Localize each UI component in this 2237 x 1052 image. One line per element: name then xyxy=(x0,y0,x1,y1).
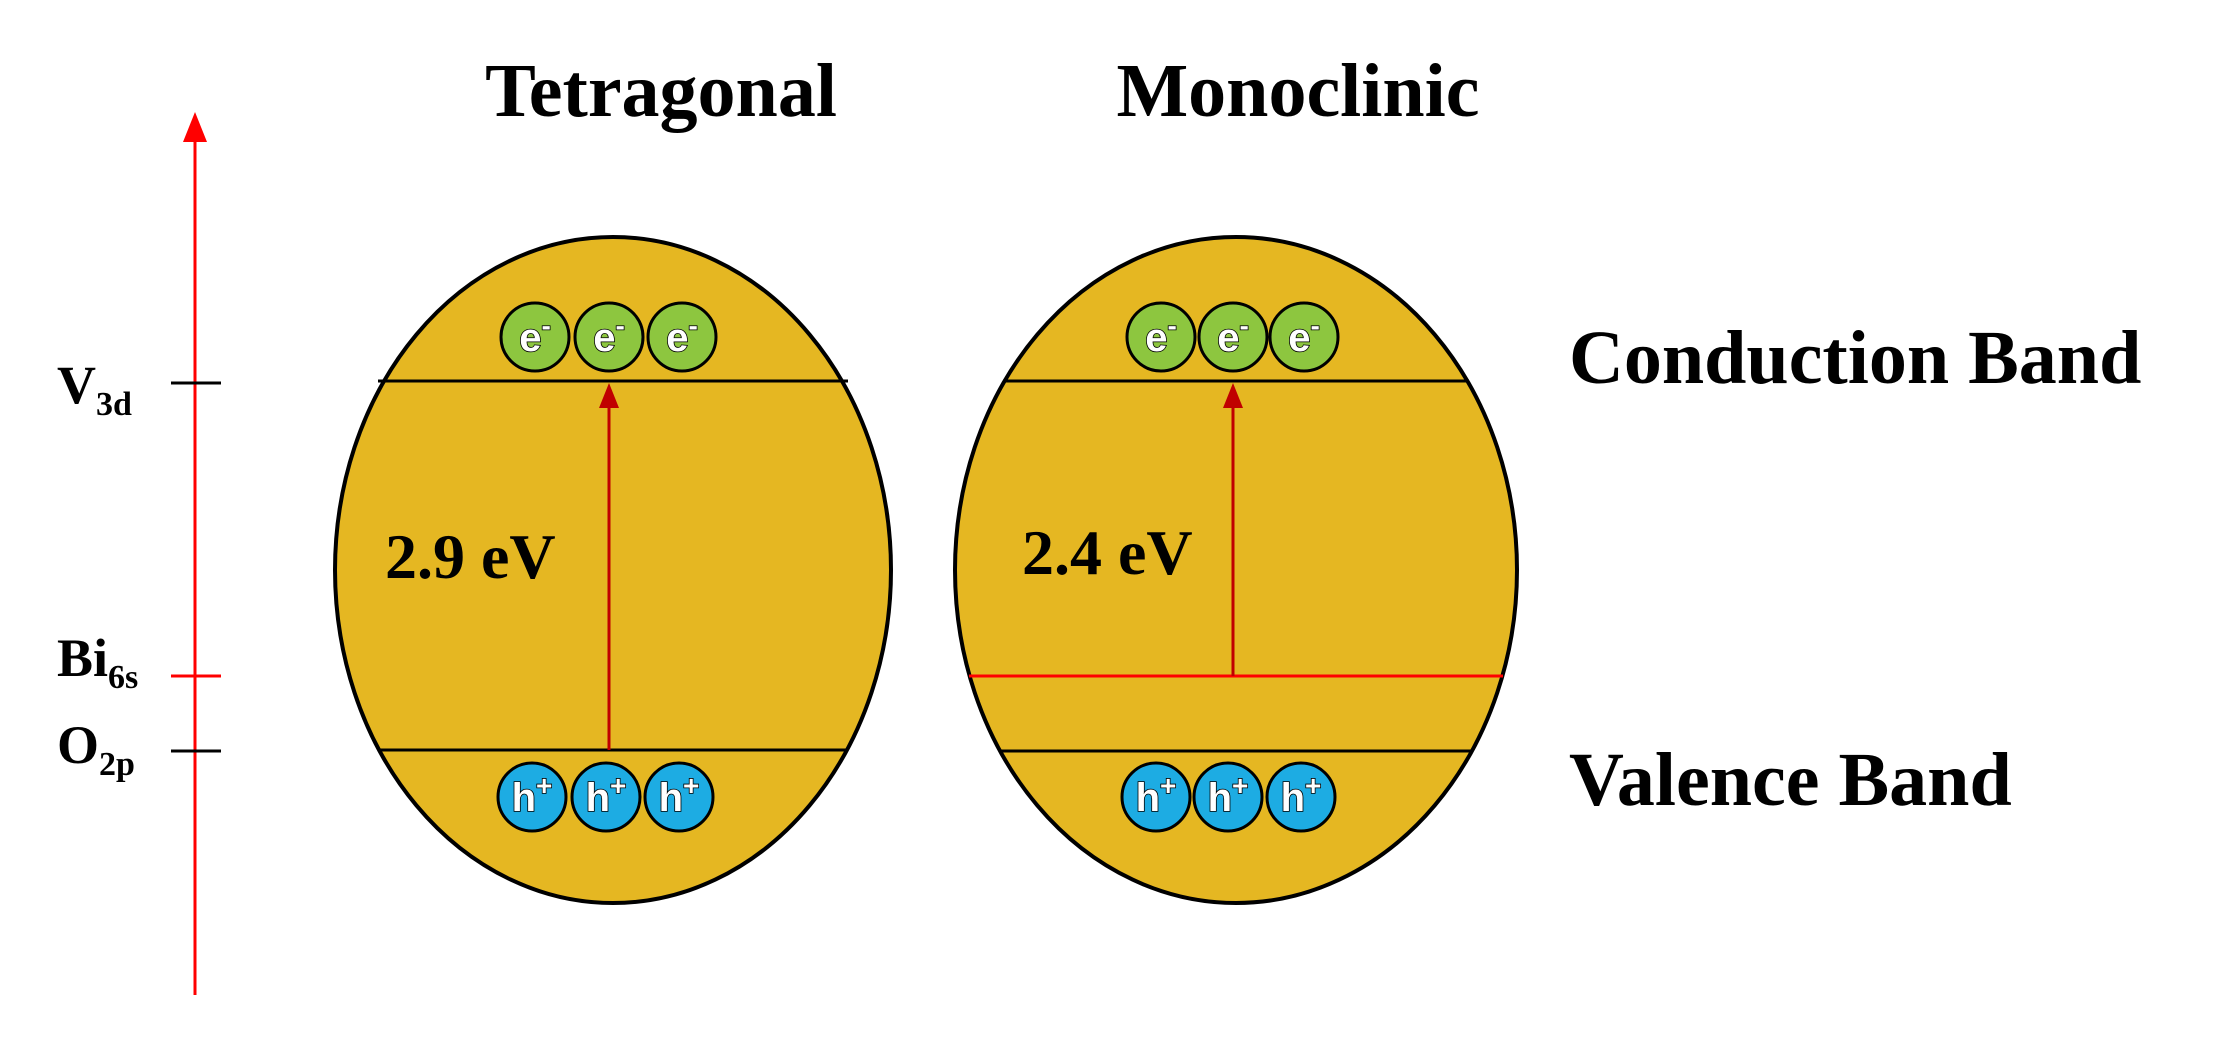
electron-symbol: e xyxy=(519,316,541,360)
electron-charge: - xyxy=(688,310,697,341)
label-v3d-orbital: 3d xyxy=(96,386,132,423)
electron: e- xyxy=(573,301,645,373)
label-v3d-element: V xyxy=(57,355,96,415)
svg-text:e-: e- xyxy=(1145,310,1177,360)
electron-charge: - xyxy=(1239,310,1248,341)
label-o2p-orbital: 2p xyxy=(99,746,135,783)
hole-charge: + xyxy=(610,770,626,801)
hole-charge: + xyxy=(536,770,552,801)
electron-charge: - xyxy=(1310,310,1319,341)
hole: h+ xyxy=(1192,761,1264,833)
electron-charge: - xyxy=(615,310,624,341)
label-o2p: O2p xyxy=(57,715,135,783)
conduction-band-label: Conduction Band xyxy=(1569,316,2141,400)
hole-charge: + xyxy=(683,770,699,801)
band-gap-label-monoclinic: 2.4 eV xyxy=(1022,517,1193,588)
svg-text:h+: h+ xyxy=(586,770,627,820)
valence-band-label: Valence Band xyxy=(1569,738,2012,822)
hole-symbol: h xyxy=(1208,776,1232,820)
hole: h+ xyxy=(1265,761,1337,833)
electron: e- xyxy=(1268,301,1340,373)
svg-text:e-: e- xyxy=(666,310,698,360)
hole-charge: + xyxy=(1305,770,1321,801)
hole-symbol: h xyxy=(512,776,536,820)
svg-text:h+: h+ xyxy=(512,770,553,820)
electron-symbol: e xyxy=(1288,316,1310,360)
electron-symbol: e xyxy=(593,316,615,360)
title-monoclinic: Monoclinic xyxy=(1116,49,1479,133)
electron-charge: - xyxy=(1167,310,1176,341)
hole-symbol: h xyxy=(659,776,683,820)
band-gap-label-tetragonal: 2.9 eV xyxy=(385,521,556,592)
hole: h+ xyxy=(570,761,642,833)
electron: e- xyxy=(646,301,718,373)
hole-symbol: h xyxy=(586,776,610,820)
svg-text:h+: h+ xyxy=(1136,770,1177,820)
title-tetragonal: Tetragonal xyxy=(485,49,837,133)
band-ellipse-monoclinic xyxy=(953,235,1519,905)
label-v3d: V3d xyxy=(57,355,132,423)
svg-text:h+: h+ xyxy=(1208,770,1249,820)
label-o2p-element: O xyxy=(57,715,99,775)
electron-charge: - xyxy=(541,310,550,341)
hole-charge: + xyxy=(1232,770,1248,801)
hole-charge: + xyxy=(1160,770,1176,801)
svg-text:e-: e- xyxy=(1288,310,1320,360)
svg-text:e-: e- xyxy=(1217,310,1249,360)
band-ellipse-tetragonal xyxy=(333,235,893,905)
hole: h+ xyxy=(496,761,568,833)
panel-tetragonal: 2.9 eV e- e- e- h+ h+ h+ xyxy=(333,235,893,905)
hole-symbol: h xyxy=(1281,776,1305,820)
electron-symbol: e xyxy=(666,316,688,360)
electron: e- xyxy=(1197,301,1269,373)
svg-text:h+: h+ xyxy=(659,770,700,820)
electron: e- xyxy=(1125,301,1197,373)
svg-text:h+: h+ xyxy=(1281,770,1322,820)
label-bi6s: Bi6s xyxy=(57,628,138,696)
label-bi6s-element: Bi xyxy=(57,628,108,688)
label-bi6s-orbital: 6s xyxy=(108,659,138,696)
svg-text:e-: e- xyxy=(593,310,625,360)
electron: e- xyxy=(499,301,571,373)
band-gap-arrowhead-monoclinic xyxy=(1223,383,1243,408)
electron-symbol: e xyxy=(1217,316,1239,360)
electron-symbol: e xyxy=(1145,316,1167,360)
svg-text:e-: e- xyxy=(519,310,551,360)
hole: h+ xyxy=(643,761,715,833)
band-gap-arrowhead-tetragonal xyxy=(599,383,619,408)
hole: h+ xyxy=(1120,761,1192,833)
hole-symbol: h xyxy=(1136,776,1160,820)
energy-axis-arrowhead xyxy=(183,112,207,142)
panel-monoclinic: 2.4 eV e- e- e- h+ h+ h+ xyxy=(953,235,1519,905)
energy-axis: V3d Bi6s O2p xyxy=(57,112,221,995)
